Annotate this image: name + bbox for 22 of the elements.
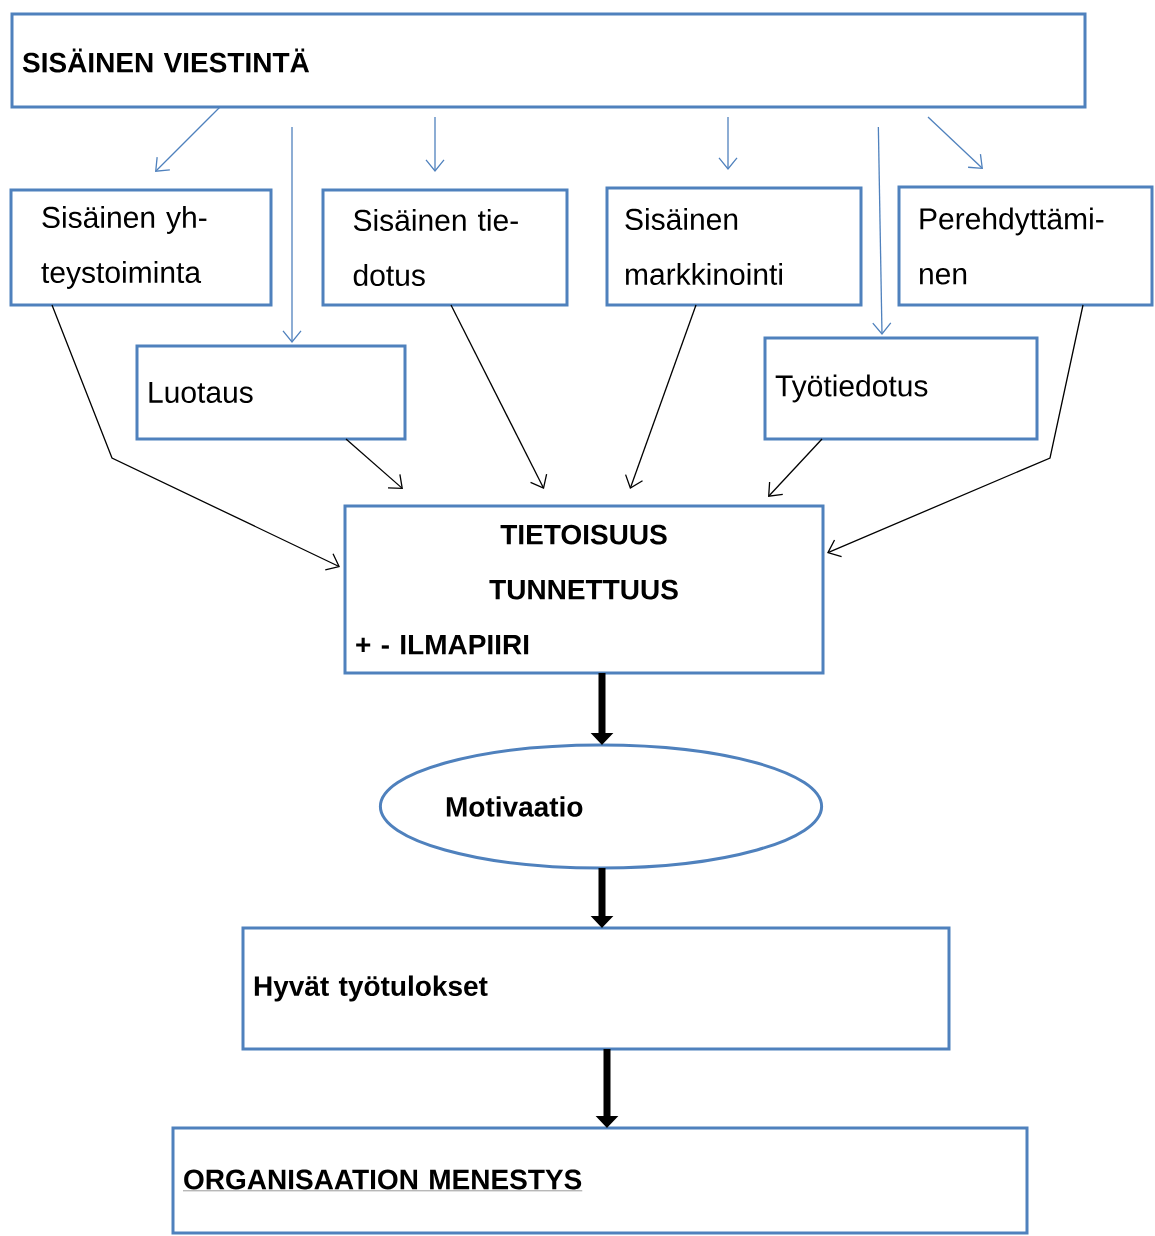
- process-box: Sisäinen yh- teystoiminta: [9, 188, 273, 307]
- arrow: [425, 116, 445, 172]
- arrow: [51, 304, 340, 571]
- process-box: TIETOISUUS TUNNETTUUS + - ILMAPIIRI: [343, 504, 825, 675]
- process-box: Hyvät työtulokset: [241, 926, 951, 1051]
- process-box: Sisäinen tie- dotus: [321, 188, 569, 307]
- arrow: [282, 126, 302, 343]
- arrow: [768, 438, 823, 497]
- arrow: [345, 438, 403, 489]
- process-box: Työtiedotus: [763, 336, 1039, 441]
- arrow: [827, 304, 1084, 558]
- arrow: [718, 116, 738, 170]
- arrow: [155, 106, 221, 172]
- process-box: Perehdyttämi- nen: [897, 185, 1154, 307]
- arrow: [450, 304, 548, 489]
- arrow: [927, 116, 983, 169]
- arrow: [624, 304, 697, 489]
- process-box: Sisäinen markkinointi: [605, 186, 863, 307]
- arrow: [872, 126, 892, 335]
- process-box: SISÄINEN VIESTINTÄ: [10, 12, 1087, 109]
- process-box: Luotaus: [135, 344, 407, 441]
- process-box: ORGANISAATION MENESTYS: [171, 1126, 1029, 1235]
